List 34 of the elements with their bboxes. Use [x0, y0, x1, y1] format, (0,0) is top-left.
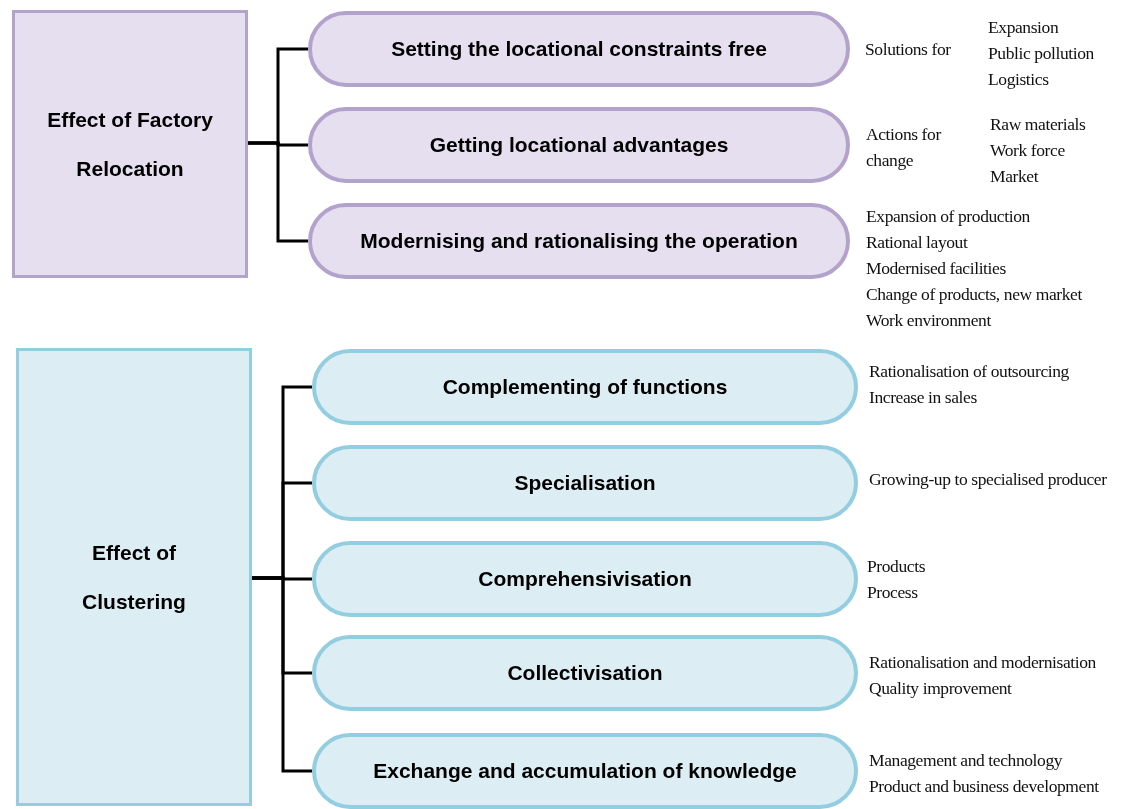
- rounded-box: Getting locational advantages: [308, 107, 850, 183]
- note-text: Management and technology: [869, 749, 1063, 772]
- rounded-box: Setting the locational constraints free: [308, 11, 850, 87]
- rounded-box: Complementing of functions: [312, 349, 858, 425]
- note-text: Work force: [990, 139, 1065, 162]
- note-text: Raw materials: [990, 113, 1086, 136]
- note-text: Work environment: [866, 309, 991, 332]
- note-text: Market: [990, 165, 1039, 188]
- rounded-box: Modernising and rationalising the operation: [308, 203, 850, 279]
- note-text: Expansion of production: [866, 205, 1030, 228]
- note-text: Rationalisation and modernisation: [869, 651, 1096, 674]
- note-text: Growing-up to specialised producer: [869, 468, 1107, 491]
- category-box: Effect of Clustering: [16, 348, 252, 806]
- note-text: Solutions for: [865, 38, 951, 61]
- rounded-box: Exchange and accumulation of knowledge: [312, 733, 858, 809]
- connector-line: [252, 576, 312, 773]
- note-text: Process: [867, 581, 918, 604]
- note-text: Logistics: [988, 68, 1049, 91]
- note-text: Rational layout: [866, 231, 968, 254]
- note-text: Products: [867, 555, 926, 578]
- note-text: Change of products, new market: [866, 283, 1082, 306]
- rounded-box: Collectivisation: [312, 635, 858, 711]
- note-text: Actions for change: [866, 123, 943, 172]
- note-text: Product and business development: [869, 775, 1099, 798]
- category-box: Effect of Factory Relocation: [12, 10, 248, 278]
- note-text: Rationalisation of outsourcing: [869, 360, 1069, 383]
- connector-line: [248, 141, 308, 243]
- note-text: Expansion: [988, 16, 1059, 39]
- rounded-box: Specialisation: [312, 445, 858, 521]
- note-text: Quality improvement: [869, 677, 1012, 700]
- note-text: Public pollution: [988, 42, 1094, 65]
- rounded-box: Comprehensivisation: [312, 541, 858, 617]
- note-text: Modernised facilities: [866, 257, 1006, 280]
- note-text: Increase in sales: [869, 386, 977, 409]
